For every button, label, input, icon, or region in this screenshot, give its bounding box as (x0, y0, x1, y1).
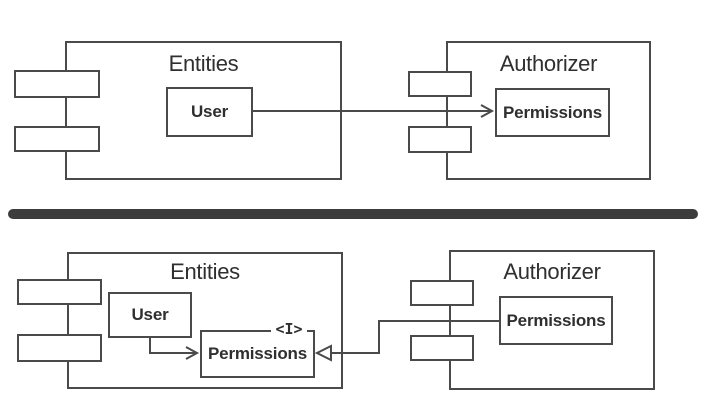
top-authorizer-port-top (408, 71, 472, 97)
bottom-entities-permissions-box: Permissions (200, 330, 315, 378)
bottom-authorizer-title: Authorizer (503, 259, 601, 284)
interface-marker-label: <I> (271, 322, 307, 337)
top-user-label: User (190, 102, 228, 121)
top-entities-port-top (14, 70, 100, 98)
bottom-user-label: User (131, 305, 169, 324)
bottom-entities-port-bottom (17, 334, 102, 362)
top-authorizer-port-bottom (408, 126, 472, 153)
top-permissions-label: Permissions (503, 102, 602, 122)
top-entities-title: Entities (168, 51, 239, 76)
top-user-box: User (166, 87, 253, 137)
bottom-authorizer-permissions-box: Permissions (499, 296, 613, 345)
bottom-authorizer-port-top (410, 280, 474, 306)
section-divider (8, 209, 698, 219)
top-permissions-box: Permissions (495, 88, 610, 137)
top-entities-port-bottom (14, 126, 100, 152)
bottom-authorizer-permissions-label: Permissions (506, 310, 606, 330)
bottom-entities-port-top (17, 279, 102, 305)
bottom-entities-title: Entities (170, 259, 240, 284)
top-authorizer-title: Authorizer (499, 51, 598, 76)
bottom-entities-permissions-label: Permissions (208, 344, 307, 363)
bottom-authorizer-port-bottom (410, 335, 474, 361)
bottom-user-box: User (108, 292, 192, 338)
